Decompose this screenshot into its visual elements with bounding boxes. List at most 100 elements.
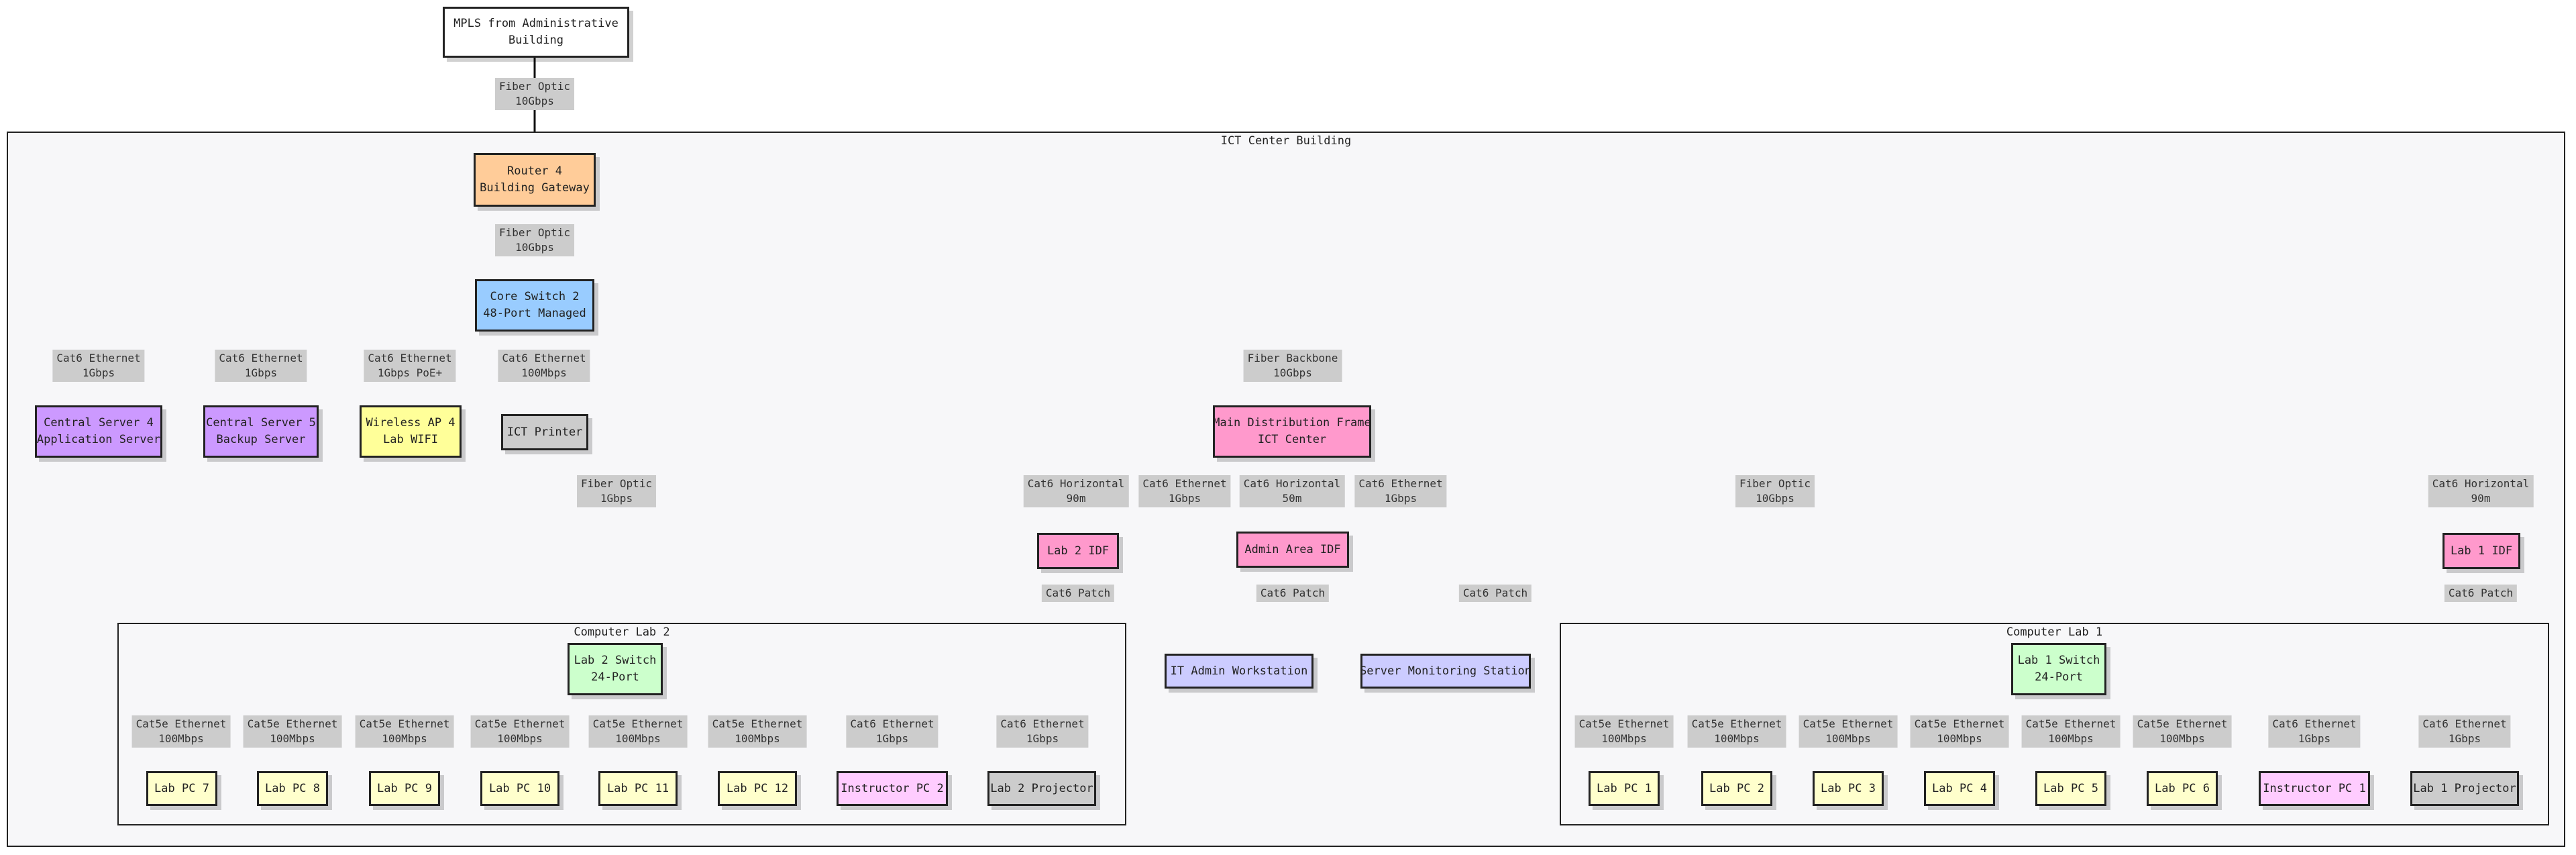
node-label: MPLS from Administrative xyxy=(453,17,619,30)
node-it-admin-ws[interactable]: IT Admin Workstation xyxy=(1165,654,1313,689)
edge-label-adminidf-servermon: Cat6 Patch xyxy=(1458,585,1532,602)
node-lab-pc12[interactable]: Lab PC 12 xyxy=(718,771,797,806)
node-label: Backup Server xyxy=(216,433,306,446)
node-label: Application Server xyxy=(36,433,161,446)
node-lab1-projector[interactable]: Lab 1 Projector xyxy=(2410,771,2519,806)
node-label: Lab 1 Switch xyxy=(2017,654,2100,667)
node-lab-pc8[interactable]: Lab PC 8 xyxy=(257,771,328,806)
edge-label-line: Cat6 Ethernet xyxy=(368,352,452,364)
node-instructor-pc2[interactable]: Instructor PC 2 xyxy=(837,771,948,806)
node-label: Lab PC 6 xyxy=(2155,781,2210,795)
edge-label-line: 100Mbps xyxy=(158,732,204,745)
node-lab-pc2[interactable]: Lab PC 2 xyxy=(1701,771,1772,806)
node-label: Lab PC 2 xyxy=(1709,781,1764,795)
node-label: Lab 1 IDF xyxy=(2450,544,2513,558)
edge-label-line: Cat5e Ethernet xyxy=(1914,717,2005,730)
node-ict-printer[interactable]: ICT Printer xyxy=(501,414,588,450)
edge-label-mdf-adminidf: Cat6 Horizontal 50m xyxy=(1239,475,1345,507)
node-lab-pc11[interactable]: Lab PC 11 xyxy=(598,771,678,806)
node-label: Lab PC 1 xyxy=(1597,781,1652,795)
edge-label-line: 100Mbps xyxy=(1937,732,1982,745)
node-admin-idf[interactable]: Admin Area IDF xyxy=(1236,532,1349,568)
edge-label-line: 1Gbps xyxy=(82,366,115,379)
node-lab2-idf[interactable]: Lab 2 IDF xyxy=(1037,533,1119,569)
node-lab-pc9[interactable]: Lab PC 9 xyxy=(369,771,440,806)
node-lab1-idf[interactable]: Lab 1 IDF xyxy=(2443,533,2520,569)
edge-label-line: 100Mbps xyxy=(735,732,780,745)
edge-label-line: Cat6 Ethernet xyxy=(502,352,586,364)
node-lab-pc7[interactable]: Lab PC 7 xyxy=(146,771,217,806)
edge-label-line: 100Mbps xyxy=(1601,732,1647,745)
edge-label-line: Cat6 Ethernet xyxy=(1000,717,1085,730)
node-lab-pc5[interactable]: Lab PC 5 xyxy=(2035,771,2106,806)
edge-label-line: Cat6 Horizontal xyxy=(1243,477,1341,490)
node-label: Lab PC 3 xyxy=(1821,781,1876,795)
edge-label-line: Fiber Optic xyxy=(499,80,570,93)
node-server-mon[interactable]: Server Monitoring Station xyxy=(1360,654,1532,689)
node-lab-pc6[interactable]: Lab PC 6 xyxy=(2147,771,2218,806)
edge-label-adminidf-itadmin: Cat6 Patch xyxy=(1256,585,1330,602)
node-label: ICT Center xyxy=(1257,433,1327,446)
edge-label-line: 1Gbps xyxy=(2448,732,2481,745)
node-label: 24-Port xyxy=(591,670,639,684)
edge-label-line: 1Gbps PoE+ xyxy=(377,366,443,379)
edge-label-line: 50m xyxy=(1282,492,1302,505)
edge-label-line: 10Gbps xyxy=(515,241,554,254)
cluster-title-lab1: Computer Lab 1 xyxy=(2006,625,2103,639)
edge-label-line: Cat6 Ethernet xyxy=(1142,477,1227,490)
edge-label-line: 90m xyxy=(1066,492,1086,505)
node-server4[interactable]: Central Server 4 Application Server xyxy=(35,405,162,458)
node-label: Building Gateway xyxy=(480,181,590,195)
node-label: 48-Port Managed xyxy=(483,307,586,320)
node-label: Lab 2 IDF xyxy=(1046,544,1110,558)
node-label: Wireless AP 4 xyxy=(366,416,455,430)
edge-label-line: 10Gbps xyxy=(1273,366,1312,379)
edge-label-line: Cat5e Ethernet xyxy=(1578,717,1670,730)
edge-label-line: Cat6 Horizontal xyxy=(2432,477,2530,490)
node-instructor-pc1[interactable]: Instructor PC 1 xyxy=(2259,771,2370,806)
edge-label-line: Cat5e Ethernet xyxy=(1691,717,1782,730)
edge-label-mpls-router: Fiber Optic 10Gbps xyxy=(495,78,574,110)
node-lab-pc10[interactable]: Lab PC 10 xyxy=(480,771,559,806)
edge-label-line: Cat5e Ethernet xyxy=(2025,717,2116,730)
edge-label-line: Cat6 Ethernet xyxy=(56,352,141,364)
node-lab2-projector[interactable]: Lab 2 Projector xyxy=(987,771,1096,806)
edge-label-line: 100Mbps xyxy=(1714,732,1760,745)
edge-label-line: 10Gbps xyxy=(515,95,554,107)
edge-label-line: 100Mbps xyxy=(521,366,567,379)
node-lab-pc4[interactable]: Lab PC 4 xyxy=(1924,771,1995,806)
node-label: Lab 1 Projector xyxy=(2413,781,2516,795)
edge-label-line: Cat5e Ethernet xyxy=(474,717,566,730)
edge-label-line: 1Gbps xyxy=(875,732,909,745)
edge-label-line: Cat5e Ethernet xyxy=(712,717,803,730)
edge-label-core-wap4: Cat6 Ethernet 1Gbps PoE+ xyxy=(364,350,456,382)
edge-label-line: 1Gbps xyxy=(600,492,633,505)
edge-label-line: Cat6 Ethernet xyxy=(1358,477,1443,490)
node-label: Central Server 4 xyxy=(44,416,154,430)
edge-label-core-server4: Cat6 Ethernet 1Gbps xyxy=(52,350,145,382)
edge-label-line: Cat6 Patch xyxy=(2448,587,2514,599)
edge-label-line: Cat6 Ethernet xyxy=(2272,717,2357,730)
node-lab-pc3[interactable]: Lab PC 3 xyxy=(1813,771,1884,806)
node-lab-pc1[interactable]: Lab PC 1 xyxy=(1589,771,1660,806)
node-label: ICT Printer xyxy=(506,425,583,439)
